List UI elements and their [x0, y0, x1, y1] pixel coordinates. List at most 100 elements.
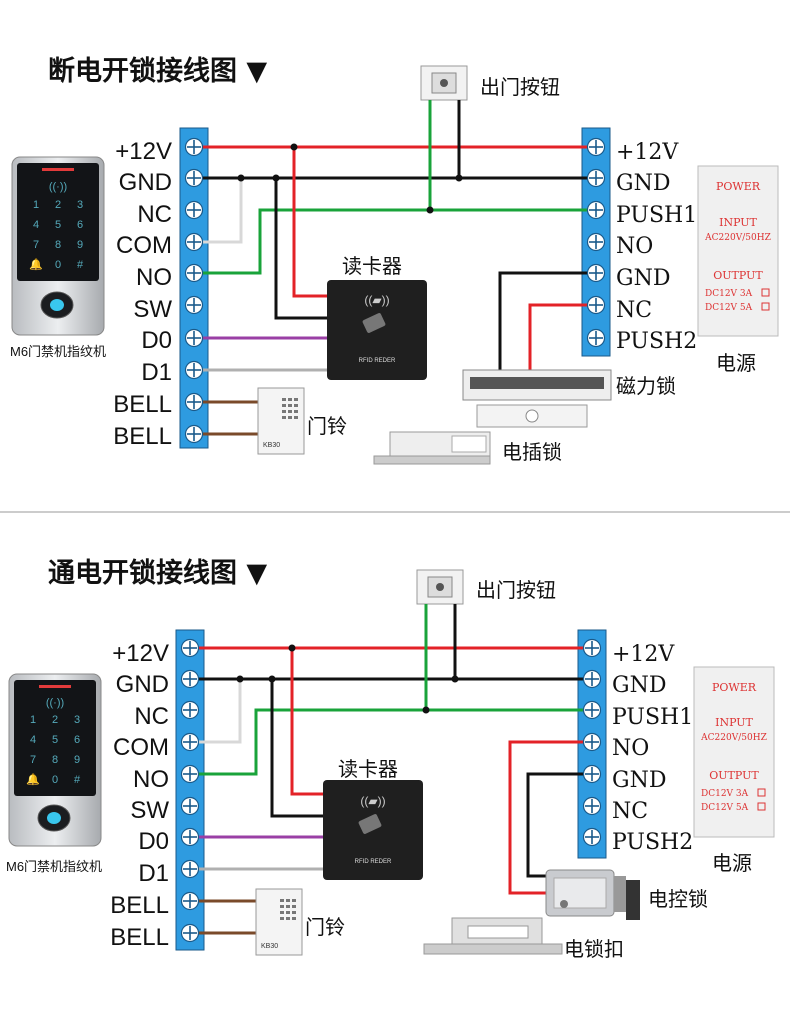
exit-button-icon — [420, 65, 468, 101]
diagram-title: 断电开锁接线图 ▼ — [48, 55, 267, 87]
bell-model-text: KB30 — [263, 442, 280, 449]
keypad-key: 1 — [30, 714, 36, 726]
left-terminal-labels: +12V GND NC COM NO SW D0 D1 BELL BELL — [113, 138, 172, 450]
terminal-label-nc: NC — [616, 298, 652, 323]
keypad-key: 7 — [33, 239, 39, 251]
wire-lock-gnd — [498, 271, 596, 372]
doorbell-icon — [255, 888, 303, 956]
keypad-key: 3 — [74, 714, 80, 726]
bell-model-text: KB30 — [261, 943, 278, 950]
lock2-label: 电插锁 — [502, 440, 562, 464]
wire-reader-12v — [290, 648, 326, 796]
rfid-reader-icon: ((▰)) — [327, 280, 427, 380]
power-box-title: POWER — [716, 180, 761, 193]
power-box-input-value: AC220V/50HZ — [700, 733, 767, 743]
terminal-label-d1: D1 — [141, 359, 172, 386]
left-terminal-labels: +12V GND NC COM NO SW D0 D1 BELL BELL — [110, 640, 169, 951]
wire-lock-nc — [528, 303, 596, 372]
terminal-label-d0: D0 — [141, 327, 172, 354]
keypad-key: 🔔 — [26, 773, 40, 786]
right-terminal-labels: +12V GND PUSH1 NO GND NC PUSH2 — [616, 140, 697, 354]
electric-control-lock-icon — [545, 869, 640, 920]
card-reader-label: 读卡器 — [342, 254, 402, 278]
terminal-label-bell-1: BELL — [113, 391, 172, 418]
wires — [190, 604, 592, 935]
lock2-label: 电锁扣 — [564, 937, 624, 961]
terminal-label-nc: NC — [134, 703, 169, 730]
bell-label: 门铃 — [307, 414, 347, 438]
device-label: M6门禁机指纹机 — [10, 344, 106, 359]
power-supply-box: POWER INPUT AC220V/50HZ OUTPUT DC12V 3A … — [693, 666, 775, 838]
keypad-key: 1 — [33, 199, 39, 211]
power-box-output-1: DC12V 3A — [701, 789, 749, 799]
terminal-label-bell-2: BELL — [110, 924, 169, 951]
terminal-label-push1: PUSH1 — [616, 203, 697, 228]
bell-label: 门铃 — [305, 915, 345, 939]
keypad-key: 0 — [55, 259, 61, 271]
wire-reader-gnd — [270, 679, 326, 818]
keypad-key: 7 — [30, 754, 36, 766]
wire-lock-gnd — [526, 772, 592, 878]
keypad-key: 0 — [52, 774, 58, 786]
rfid-reader-icon: ((▰)) — [323, 780, 423, 880]
terminal-label-gnd: GND — [616, 266, 670, 291]
keypad-key: 9 — [77, 239, 83, 251]
power-supply-box: POWER INPUT AC220V/50HZ OUTPUT DC12V 3A … — [697, 165, 779, 337]
nfc-icon: ((·)) — [49, 181, 67, 193]
wire-com — [190, 679, 242, 744]
doorbell-icon — [257, 387, 305, 455]
terminal-label-12v: +12V — [112, 640, 169, 667]
terminal-label-nc: NC — [612, 799, 648, 824]
exit-button-label: 出门按钮 — [476, 578, 556, 602]
power-supply-label: 电源 — [712, 851, 752, 875]
wire-reader-gnd — [274, 178, 330, 320]
wires — [194, 100, 596, 436]
keypad-key: # — [74, 774, 81, 786]
terminal-label-gnd: GND — [612, 673, 666, 698]
keypad-key: # — [77, 259, 84, 271]
terminal-label-bell-1: BELL — [110, 892, 169, 919]
power-box-output: OUTPUT — [709, 769, 759, 782]
terminal-label-no: NO — [133, 766, 169, 793]
reader-model-text: RFID REDER — [355, 859, 392, 865]
terminal-label-com: COM — [113, 734, 169, 761]
reader-model-text: RFID REDER — [359, 358, 396, 364]
keypad-key: 5 — [52, 734, 58, 746]
keypad-key: 2 — [55, 199, 61, 211]
power-box-output: OUTPUT — [713, 269, 763, 282]
terminal-label-no: NO — [136, 264, 172, 291]
terminal-label-12v: +12V — [612, 642, 675, 667]
terminal-label-gnd: GND — [116, 671, 169, 698]
power-box-output-2: DC12V 5A — [705, 303, 753, 313]
wire-lock-no — [508, 740, 592, 895]
terminal-label-gnd: GND — [616, 171, 670, 196]
terminal-label-bell-2: BELL — [113, 423, 172, 450]
terminal-label-d1: D1 — [138, 860, 169, 887]
terminal-label-gnd: GND — [612, 768, 666, 793]
terminal-label-nc: NC — [137, 201, 172, 228]
electric-strike-icon — [423, 917, 563, 955]
exit-button-icon — [416, 569, 464, 605]
terminal-label-12v: +12V — [616, 140, 679, 165]
terminal-label-gnd: GND — [119, 169, 172, 196]
terminal-label-push2: PUSH2 — [612, 830, 693, 855]
keypad-key: 9 — [74, 754, 80, 766]
magnetic-lock-icon — [462, 369, 612, 428]
keypad-key: 3 — [77, 199, 83, 211]
wire-reader-12v — [292, 147, 330, 298]
keypad-key: 5 — [55, 219, 61, 231]
keypad-key: 6 — [77, 219, 83, 231]
terminal-label-d0: D0 — [138, 828, 169, 855]
terminal-label-push1: PUSH1 — [612, 705, 693, 730]
keypad-key: 🔔 — [29, 258, 43, 271]
keypad-key: 2 — [52, 714, 58, 726]
power-box-input-value: AC220V/50HZ — [704, 233, 771, 243]
terminal-label-com: COM — [116, 232, 172, 259]
svg-text:((▰)): ((▰)) — [360, 794, 385, 808]
